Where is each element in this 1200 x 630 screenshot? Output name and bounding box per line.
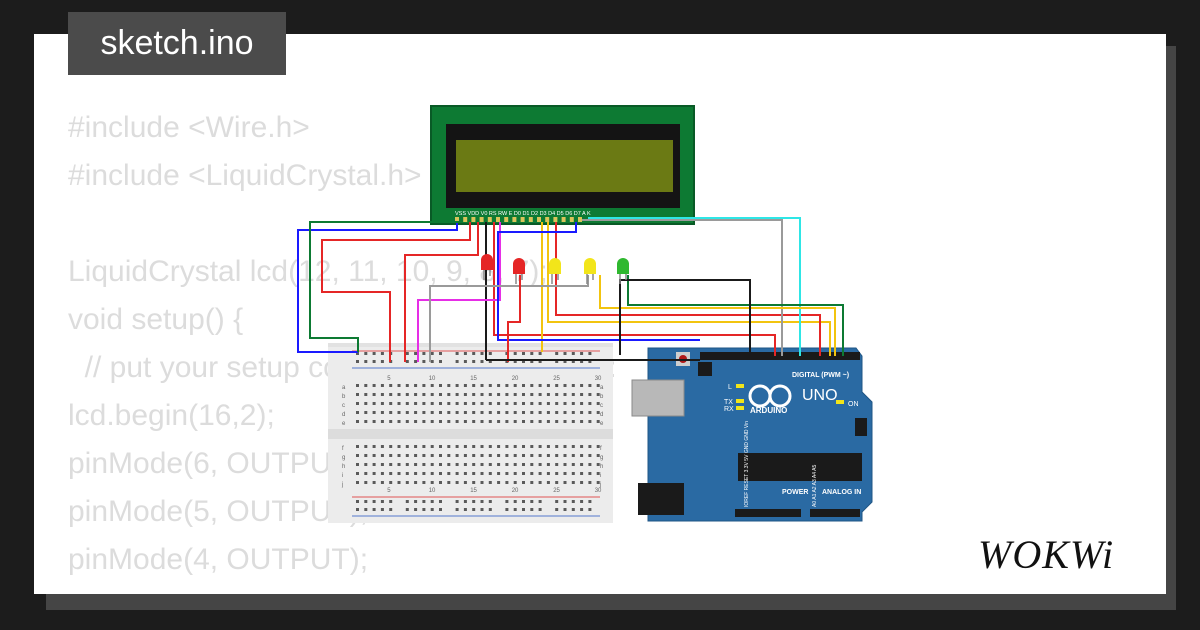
l-label: L	[728, 384, 732, 391]
row-letter: h	[342, 464, 345, 470]
led-green[interactable]	[617, 258, 629, 284]
power-jack	[638, 483, 684, 515]
column-number: 20	[512, 488, 519, 494]
arduino-logo-icon-right	[768, 384, 792, 408]
column-number: 15	[470, 376, 477, 382]
row-letter: c	[342, 403, 345, 409]
code-line: #include <Wire.h>	[68, 111, 310, 144]
file-tab-label: sketch.ino	[100, 24, 254, 62]
row-letter: c	[600, 403, 603, 409]
digital-header	[700, 352, 860, 360]
row-letter: e	[600, 421, 604, 427]
wire-red-rs	[404, 222, 479, 362]
wokwi-logo: WOKWi	[978, 532, 1114, 576]
column-number: 15	[470, 488, 477, 494]
board-model: UNO	[802, 387, 838, 404]
code-line: pinMode(4, OUTPUT);	[68, 543, 369, 576]
row-letter: d	[342, 412, 345, 418]
row-letter: i	[342, 473, 343, 479]
wires	[297, 217, 844, 362]
breadboard-column-numbers: 5 5 10 10 15 15 20 20 25 25 30 30	[387, 376, 602, 494]
rx-label: RX	[724, 406, 734, 413]
wire-blue-d7	[497, 222, 700, 341]
led-red-2[interactable]	[513, 258, 525, 284]
code-line: lcd.begin(16,2);	[68, 399, 275, 432]
usb-port	[631, 379, 685, 417]
wire-yellow-d5	[547, 222, 831, 356]
wire-blue	[297, 222, 458, 353]
code-line: pinMode(5, OUTPUT);	[68, 495, 369, 528]
wire-gray-a	[582, 219, 783, 356]
code-line: pinMode(3, OUTPUT);	[68, 584, 617, 594]
wire-gray-led	[429, 275, 589, 362]
column-number: 30	[595, 488, 602, 494]
row-letter: f	[342, 446, 344, 452]
row-letter: b	[342, 394, 346, 400]
arduino-uno-board[interactable]: UNO ARDUINO DIGITAL (PWM ~) POWER ANALOG…	[631, 347, 873, 522]
wire-red-led	[507, 275, 521, 362]
tx-led	[736, 399, 744, 403]
wire-magenta	[417, 222, 501, 362]
analog-header	[810, 509, 860, 517]
on-led	[836, 400, 844, 404]
digital-label: DIGITAL (PWM ~)	[792, 372, 849, 379]
row-letter: a	[342, 385, 346, 391]
wire-black-gnd	[619, 279, 751, 356]
rx-led	[736, 406, 744, 410]
row-letter: a	[600, 385, 604, 391]
row-letter: g	[600, 455, 603, 461]
row-letter: d	[600, 412, 603, 418]
code-line: void setup() {	[68, 303, 244, 336]
wokwi-logo-text: WOKWi	[978, 532, 1114, 576]
wire-yellow-led	[599, 275, 836, 356]
column-number: 5	[387, 488, 391, 494]
analog-label: ANALOG IN	[822, 489, 861, 496]
lcd-pin-labels: VSS VDD V0 RS RW E D0 D1 D2 D3 D4 D5 D6 …	[455, 211, 591, 217]
row-letter: i	[600, 473, 601, 479]
row-letter: b	[600, 394, 604, 400]
lcd-display[interactable]: VSS VDD V0 RS RW E D0 D1 D2 D3 D4 D5 D6 …	[430, 105, 695, 225]
icsp-header-top	[698, 362, 712, 376]
wire-green-led	[627, 275, 844, 356]
row-letter: e	[342, 421, 346, 427]
column-number: 30	[595, 376, 602, 382]
code-line: #include <LiquidCrystal.h>	[68, 159, 422, 192]
led-yellow-2[interactable]	[584, 258, 596, 284]
column-number: 5	[387, 376, 391, 382]
power-header	[735, 509, 801, 517]
on-label: ON	[848, 401, 859, 408]
wire-red-d	[493, 222, 776, 356]
row-letter: h	[600, 464, 603, 470]
power-pin-labels: IOREF RESET 3.3V 5V GND GND Vin	[744, 421, 750, 507]
board-brand: ARDUINO	[750, 406, 787, 415]
row-letter: j	[341, 482, 343, 488]
analog-pin-labels: A0 A1 A2 A3 A4 A5	[812, 465, 818, 507]
row-letter: f	[600, 446, 602, 452]
column-number: 25	[553, 488, 560, 494]
wire-cyan-k	[588, 217, 801, 356]
wire-green-vdd	[309, 221, 462, 352]
atmega-chip	[738, 453, 862, 481]
power-label: POWER	[782, 489, 808, 496]
file-tab[interactable]: sketch.ino	[68, 12, 286, 75]
column-number: 25	[553, 376, 560, 382]
wire-red-v0	[321, 222, 471, 362]
row-letter: j	[599, 482, 601, 488]
led-yellow-1[interactable]	[549, 258, 561, 284]
row-letter: g	[342, 455, 345, 461]
icsp-header	[855, 418, 867, 436]
column-number: 10	[429, 488, 436, 494]
lcd-pin-header	[455, 217, 582, 222]
l-led	[736, 384, 744, 388]
led-red-1[interactable]	[481, 254, 493, 280]
tx-label: TX	[724, 399, 733, 406]
column-number: 20	[512, 376, 519, 382]
column-number: 10	[429, 376, 436, 382]
breadboard-holes	[356, 352, 600, 511]
